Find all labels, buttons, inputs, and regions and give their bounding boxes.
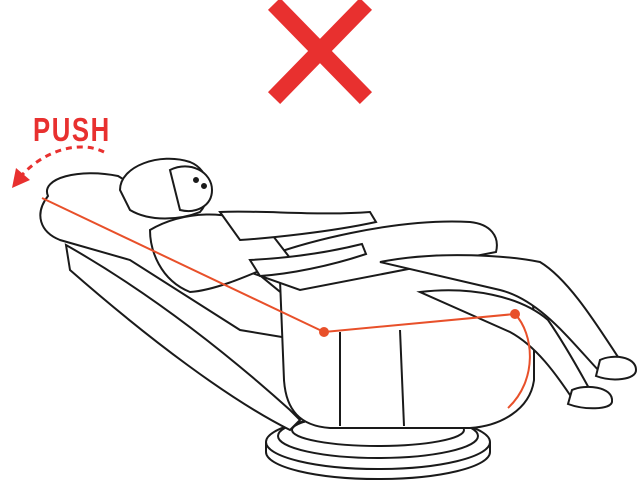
cross-mark-icon bbox=[280, 10, 360, 92]
push-label: PUSH bbox=[33, 113, 111, 146]
